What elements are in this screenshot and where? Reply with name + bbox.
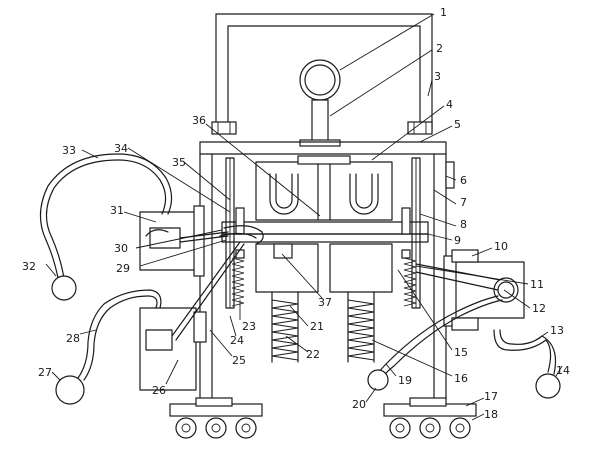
callout-12: 12 — [532, 302, 546, 315]
pressing-block-right — [329, 243, 393, 293]
clamp-block — [255, 155, 393, 221]
callout-17: 17 — [484, 390, 498, 403]
callout-23: 23 — [242, 320, 256, 333]
cross-beam — [221, 221, 429, 243]
callout-25: 25 — [232, 354, 246, 367]
lifting-frame — [215, 13, 433, 131]
callout-36: 36 — [192, 114, 206, 127]
pressing-block-left — [255, 243, 319, 293]
callout-7: 7 — [460, 196, 467, 209]
top-bolt-left — [211, 121, 237, 135]
callout-15: 15 — [454, 346, 468, 359]
callout-labels: 1 2 3 4 5 6 7 8 9 10 11 12 13 14 15 16 1… — [22, 6, 570, 421]
callout-16: 16 — [454, 372, 468, 385]
guide-rail-right — [411, 157, 421, 309]
side-spring-left — [231, 257, 245, 307]
callout-30: 30 — [114, 242, 128, 255]
side-spring-right — [403, 257, 417, 307]
callout-5: 5 — [454, 118, 461, 131]
callout-9: 9 — [454, 234, 461, 247]
callout-1: 1 — [440, 6, 447, 19]
leader-lines — [45, 13, 563, 421]
motor-right — [367, 249, 561, 399]
callout-29: 29 — [116, 262, 130, 275]
callout-37: 37 — [318, 296, 332, 309]
callout-14: 14 — [556, 364, 570, 377]
callout-34: 34 — [114, 142, 128, 155]
linkage-left — [219, 225, 264, 245]
guide-rail-left — [225, 157, 235, 309]
callout-27: 27 — [38, 366, 52, 379]
lifting-ring — [299, 59, 341, 147]
callout-11: 11 — [530, 278, 544, 291]
callout-6: 6 — [460, 174, 467, 187]
callout-3: 3 — [434, 70, 441, 83]
callout-20: 20 — [352, 398, 366, 411]
callout-21: 21 — [310, 320, 324, 333]
motor-lower-left — [55, 241, 245, 405]
callout-22: 22 — [306, 348, 320, 361]
callout-18: 18 — [484, 408, 498, 421]
callout-4: 4 — [446, 98, 453, 111]
callout-35: 35 — [172, 156, 186, 169]
callout-26: 26 — [152, 384, 166, 397]
motor-upper-left — [39, 153, 229, 301]
callout-10: 10 — [494, 240, 508, 253]
main-housing — [199, 141, 455, 401]
callout-32: 32 — [22, 260, 36, 273]
wheel-assembly-right — [383, 397, 477, 439]
callout-33: 33 — [62, 144, 76, 157]
callout-24: 24 — [230, 334, 244, 347]
callout-13: 13 — [550, 324, 564, 337]
top-bolt-right — [407, 121, 433, 135]
callout-31: 31 — [110, 204, 124, 217]
spring-right — [347, 291, 375, 363]
callout-28: 28 — [66, 332, 80, 345]
spring-left — [271, 291, 299, 363]
callout-2: 2 — [436, 42, 443, 55]
callout-8: 8 — [460, 218, 467, 231]
callout-19: 19 — [398, 374, 412, 387]
wheel-assembly-left — [169, 397, 263, 439]
